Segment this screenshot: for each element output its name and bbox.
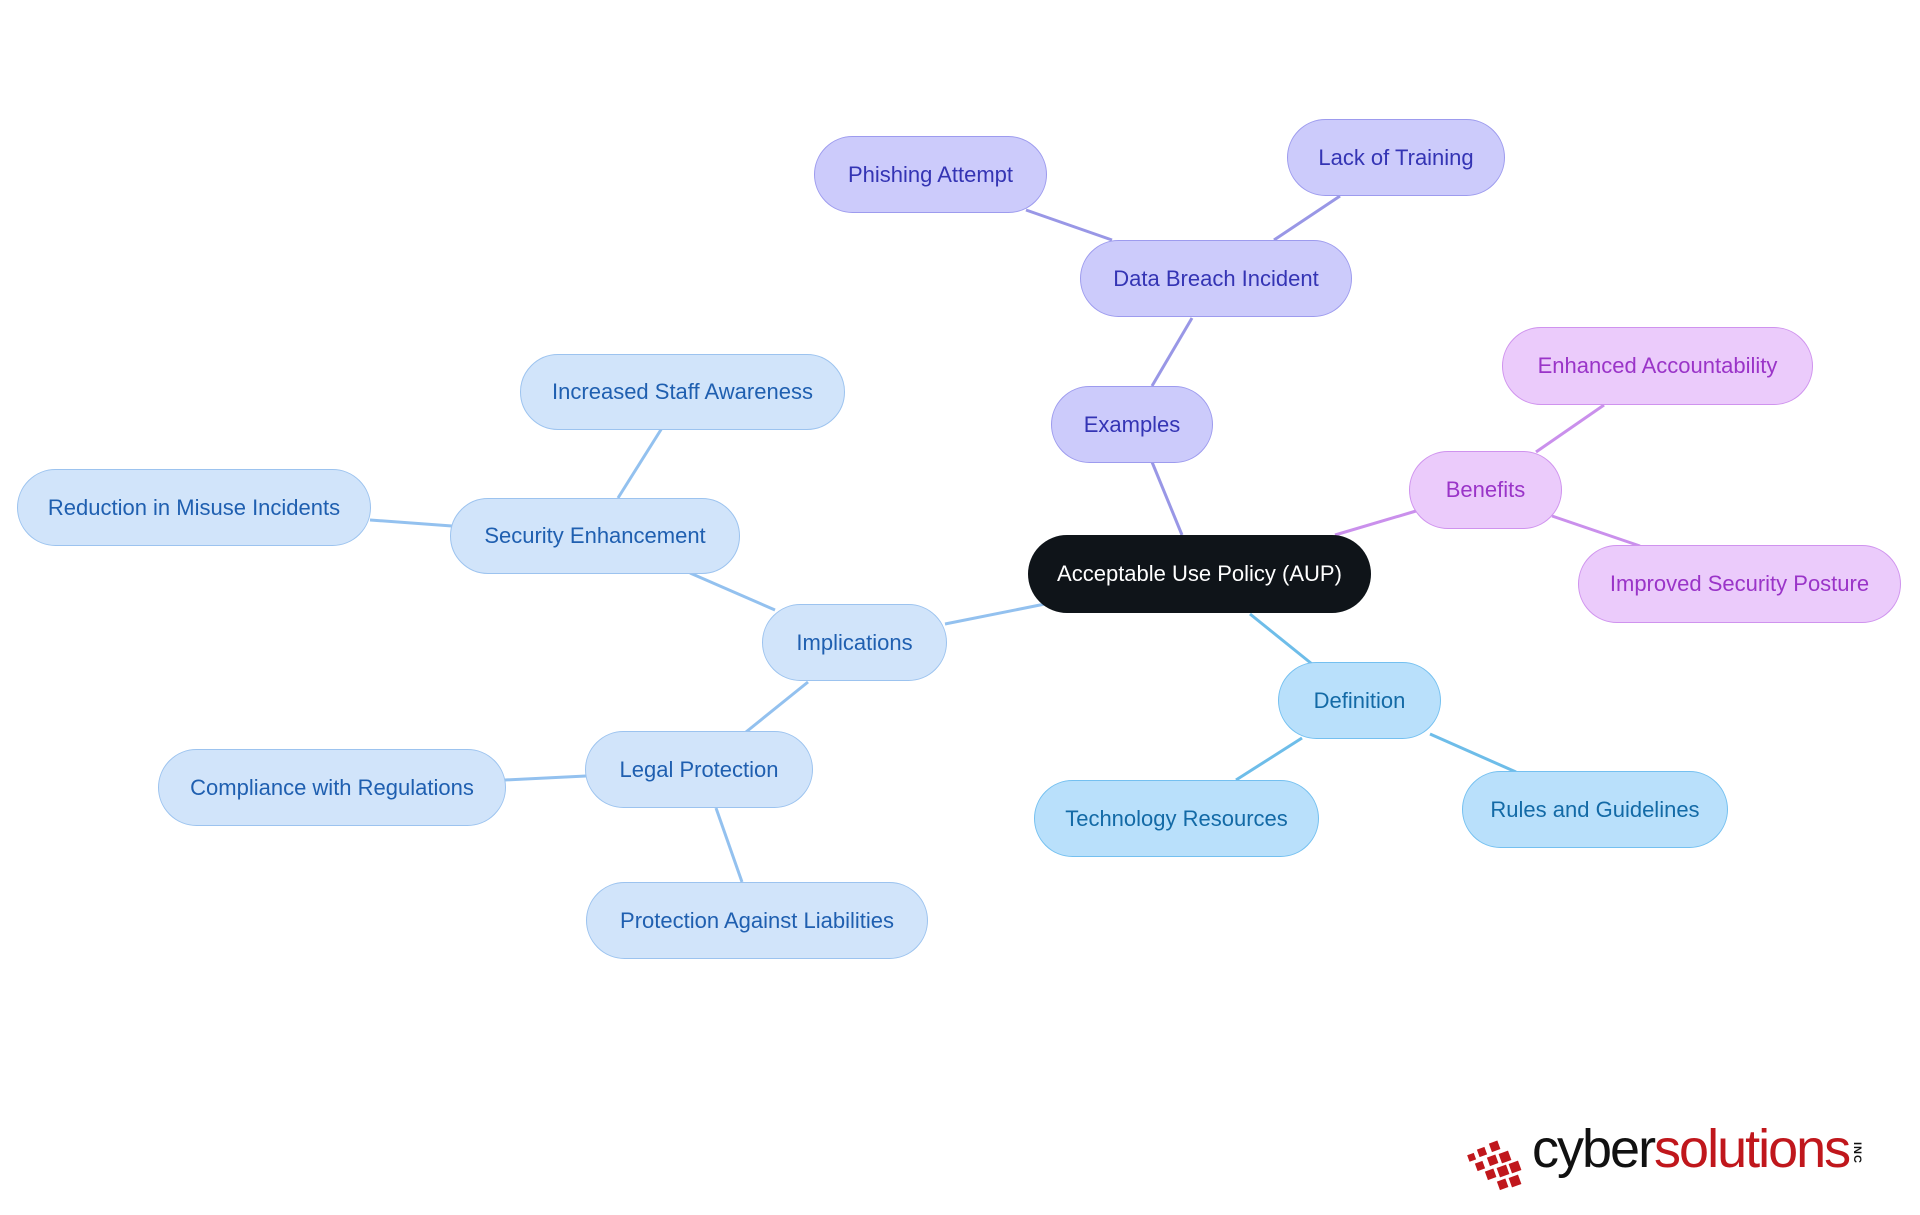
node-root[interactable]: Acceptable Use Policy (AUP) <box>1028 535 1371 613</box>
node-phishing-attempt[interactable]: Phishing Attempt <box>814 136 1047 213</box>
logo-text-solutions: solutions <box>1654 1119 1851 1179</box>
node-definition[interactable]: Definition <box>1278 662 1441 739</box>
node-enhanced-accountability[interactable]: Enhanced Accountability <box>1502 327 1813 405</box>
edge-breach-phishing <box>1025 208 1113 242</box>
node-protection-against-liabilities[interactable]: Protection Against Liabilities <box>586 882 928 959</box>
logo-text-cyber: cyber <box>1532 1119 1656 1179</box>
node-technology-resources[interactable]: Technology Resources <box>1034 780 1319 857</box>
edge-legal-liabilities <box>714 807 744 883</box>
edge-definition-rules <box>1429 732 1517 774</box>
edge-security-misuse <box>369 518 453 528</box>
node-lack-of-training[interactable]: Lack of Training <box>1287 119 1505 196</box>
edge-legal-compliance <box>504 774 587 782</box>
node-benefits[interactable]: Benefits <box>1409 451 1562 529</box>
node-data-breach-incident[interactable]: Data Breach Incident <box>1080 240 1352 317</box>
edge-security-staff <box>616 427 664 499</box>
edge-examples-breach <box>1150 317 1194 387</box>
edge-root-implications <box>944 602 1046 626</box>
edge-root-benefits <box>1334 509 1417 537</box>
edge-root-examples <box>1150 461 1184 536</box>
node-rules-guidelines[interactable]: Rules and Guidelines <box>1462 771 1728 848</box>
edge-breach-lack-training <box>1273 194 1341 242</box>
node-implications[interactable]: Implications <box>762 604 947 681</box>
node-examples[interactable]: Examples <box>1051 386 1213 463</box>
edge-benefits-accountability <box>1535 403 1605 454</box>
node-compliance-regulations[interactable]: Compliance with Regulations <box>158 749 506 826</box>
logo-mark-icon <box>1467 1140 1522 1191</box>
edge-implications-security <box>689 571 776 612</box>
node-improved-security-posture[interactable]: Improved Security Posture <box>1578 545 1901 623</box>
logo-wordmark: cybersolutions <box>1532 1119 1851 1179</box>
logo-text-inc: INC <box>1851 1142 1863 1164</box>
node-reduction-misuse-incidents[interactable]: Reduction in Misuse Incidents <box>17 469 371 546</box>
edge-root-definition <box>1249 612 1313 666</box>
node-security-enhancement[interactable]: Security Enhancement <box>450 498 740 574</box>
edge-benefits-security-posture <box>1551 514 1641 548</box>
node-increased-staff-awareness[interactable]: Increased Staff Awareness <box>520 354 845 430</box>
node-legal-protection[interactable]: Legal Protection <box>585 731 813 808</box>
edge-definition-technology <box>1235 736 1303 782</box>
edge-implications-legal <box>745 680 809 734</box>
company-logo: cybersolutions INC <box>1462 1118 1882 1198</box>
